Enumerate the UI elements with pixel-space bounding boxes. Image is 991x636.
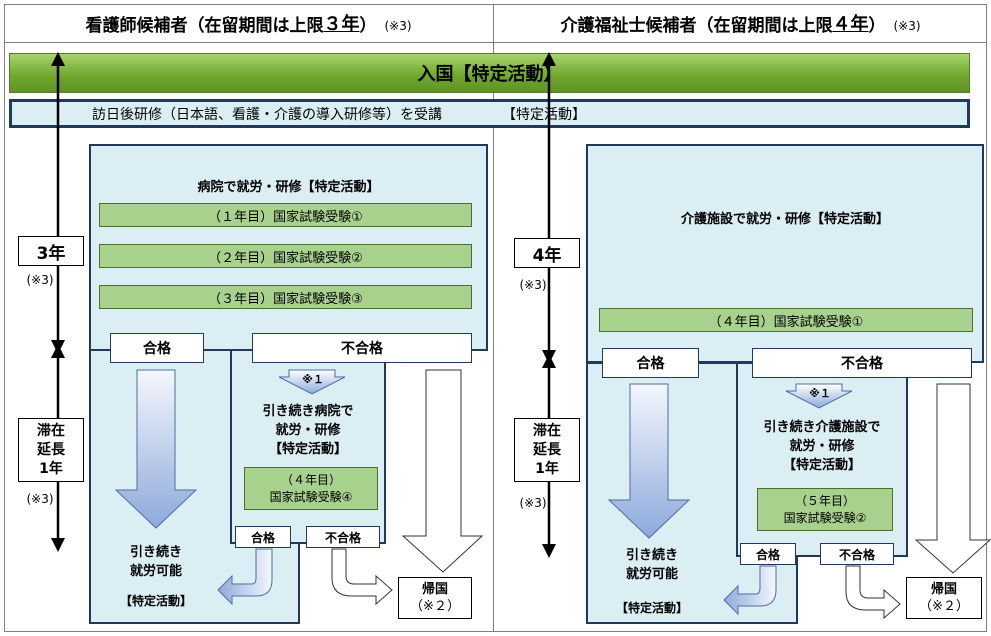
left-stay-line-1: 滞在 [37,422,65,439]
right-note1-label: ※１ [809,387,831,400]
right-stay-line-2: 延長 [533,441,561,458]
left-stay-line-3: 1年 [39,460,63,477]
left-can-work-line-1: 引き続き [129,545,182,560]
right-continue-text: 引き続き介護施設で 就労・研修 【特定活動】 [736,418,908,475]
right-return-home-box: 帰国 （※２） [906,577,982,619]
left-continue-line-1: 引き続き病院で [262,404,354,419]
right-exam-final-line-2: 国家試験受験② [783,510,867,525]
right-stay-line-1: 滞在 [533,422,561,439]
left-fail2-curve-arrow [331,548,393,606]
left-can-work: 引き続き 就労可能 [96,543,216,581]
left-continue-text: 引き続き病院で 就労・研修 【特定活動】 [230,402,386,459]
right-fail-label: 不合格 [752,348,972,378]
right-return-home: 帰国 [930,582,957,597]
left-fail2-label: 不合格 [306,526,380,548]
training-bar: 訪日後研修（日本語、看護・介護の導入研修等）を受講 【特定活動】 [9,99,970,128]
left-header-suffix: ） [359,15,377,36]
right-stay-box: 滞在 延長 1年 [514,418,580,482]
left-can-work-line-2: 就労可能 [129,564,182,579]
left-exam-final-line-1: （４年目） [280,472,341,487]
training-text: 訪日後研修（日本語、看護・介護の導入研修等）を受講 [92,106,442,123]
right-header-note: (※3) [893,19,921,33]
right-can-work-tag: 【特定活動】 [615,601,688,615]
left-header-years: ３年 [323,14,360,35]
left-pass2-curve-arrow [217,548,273,606]
training-tag: 【特定活動】 [502,106,586,123]
right-note1-arrow [785,383,853,409]
right-timeline [542,52,556,558]
right-header-years: ４年 [832,14,869,35]
right-fail-arrow [914,383,991,574]
right-exam: （４年目）国家試験受験① [599,308,973,332]
left-exam-final: （４年目） 国家試験受験④ [244,467,378,510]
left-return-home-box: 帰国 （※２） [398,577,472,619]
right-continue-line-1: 引き続き介護施設で [763,420,881,435]
left-pass-label: 合格 [110,333,204,363]
right-fail2-label: 不合格 [820,543,894,565]
right-can-work: 引き続き 就労可能 [592,546,712,584]
right-can-work-line-1: 引き続き [625,548,678,563]
center-divider [493,4,494,632]
left-return-home: 帰国 [421,582,448,597]
left-exam-3: （３年目）国家試験受験③ [99,285,472,309]
right-pass2-label: 合格 [740,543,796,565]
left-years-box: 3年 [18,236,84,266]
left-header-note: (※3) [384,19,412,33]
right-stay-note: (※3) [519,496,547,510]
left-exam-2: （２年目）国家試験受験② [99,244,472,268]
right-main-title: 介護施設で就労・研修【特定活動】 [680,212,889,227]
header-divider [4,42,987,43]
left-years-note: (※3) [26,273,54,287]
right-exam-final: （５年目） 国家試験受験② [757,488,893,531]
outer-frame [4,4,987,632]
left-continue-line-3: 【特定活動】 [268,442,347,457]
left-stay-box: 滞在 延長 1年 [18,418,84,482]
left-stay-note: (※3) [26,492,54,506]
right-stay-line-3: 1年 [535,460,559,477]
right-exam-final-line-1: （５年目） [794,493,855,508]
left-fail-label: 不合格 [252,333,472,363]
left-exam-1: （１年目）国家試験受験① [99,203,472,227]
right-continue-line-2: 就労・研修 [789,439,855,454]
right-continue-line-3: 【特定活動】 [782,458,861,473]
left-stay-line-2: 延長 [37,441,65,458]
right-pass-label: 合格 [602,348,699,378]
right-pass2-curve-arrow [723,565,777,616]
right-header-suffix: ） [868,15,886,36]
left-return-note: （※２） [410,599,460,614]
left-header-prefix: 看護師候補者（在留期間は上限 [85,15,324,36]
left-note1-label: ※１ [302,373,324,386]
left-timeline [51,52,65,552]
left-exam-final-line-2: 国家試験受験④ [269,489,353,504]
right-can-work-line-2: 就労可能 [625,567,678,582]
left-main-title: 病院で就労・研修【特定活動】 [197,180,380,195]
right-return-note: （※２） [919,599,969,614]
right-fail2-curve-arrow [845,565,901,620]
left-can-work-tag: 【特定活動】 [119,594,192,608]
left-pass-arrow [114,369,198,529]
right-years-box: 4年 [514,238,580,268]
left-fail-arrow [401,369,484,573]
left-pass2-label: 合格 [235,526,291,548]
right-header-prefix: 介護福祉士候補者（在留期間は上限 [560,15,833,36]
right-years-note: (※3) [519,278,547,292]
left-continue-line-2: 就労・研修 [275,423,341,438]
right-pass-arrow [607,383,691,539]
left-note1-arrow [278,369,346,395]
entry-banner: 入国【特定活動】 [9,53,970,93]
